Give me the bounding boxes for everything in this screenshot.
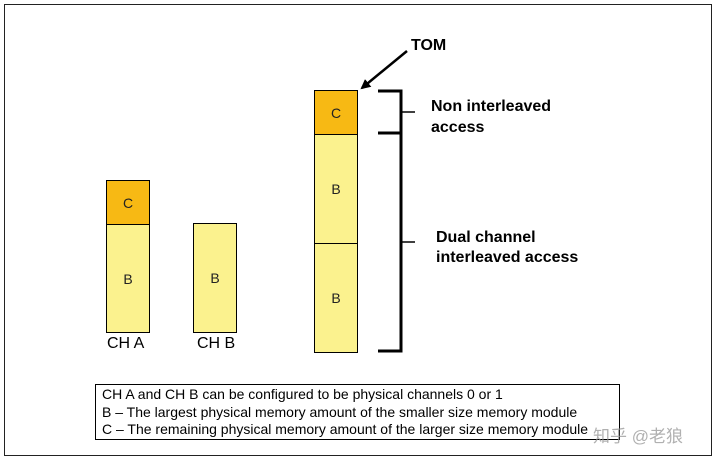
- combined-c-label: C: [330, 104, 342, 121]
- legend-line-1: CH A and CH B can be configured to be ph…: [102, 386, 503, 402]
- ch-a-c-label: C: [122, 194, 134, 211]
- legend-line-2: B – The largest physical memory amount o…: [102, 403, 578, 420]
- ch-a-label: CH A: [107, 335, 145, 352]
- watermark: 知乎 @老狼: [593, 427, 683, 446]
- legend-box: CH A and CH B can be configured to be ph…: [95, 384, 620, 440]
- dual-channel-line1: Dual channel: [436, 229, 536, 246]
- ch-a-c-block: C: [106, 180, 150, 225]
- dual-channel-line2: interleaved access: [436, 249, 579, 266]
- legend-line-3: C – The remaining physical memory amount…: [102, 421, 589, 437]
- ch-a-b-label: B: [123, 270, 133, 287]
- combined-b-lower-block: B: [314, 243, 358, 353]
- non-interleaved-line1: Non interleaved: [431, 98, 552, 115]
- ch-b-b-label: B: [210, 270, 220, 286]
- combined-b-upper-block: B: [314, 134, 358, 244]
- non-interleaved-bracket: [378, 89, 403, 135]
- tom-label: TOM: [411, 37, 447, 54]
- ch-b-label: CH B: [197, 335, 236, 352]
- dual-channel-bracket: [378, 131, 403, 353]
- ch-a-b-block: B: [106, 224, 150, 333]
- combined-b-upper-label: B: [331, 181, 341, 197]
- combined-b-lower-label: B: [331, 290, 341, 306]
- combined-c-block: C: [314, 90, 358, 135]
- tom-arrow: [360, 50, 408, 90]
- non-interleaved-line2: access: [431, 119, 485, 136]
- ch-b-b-block: B: [193, 223, 237, 333]
